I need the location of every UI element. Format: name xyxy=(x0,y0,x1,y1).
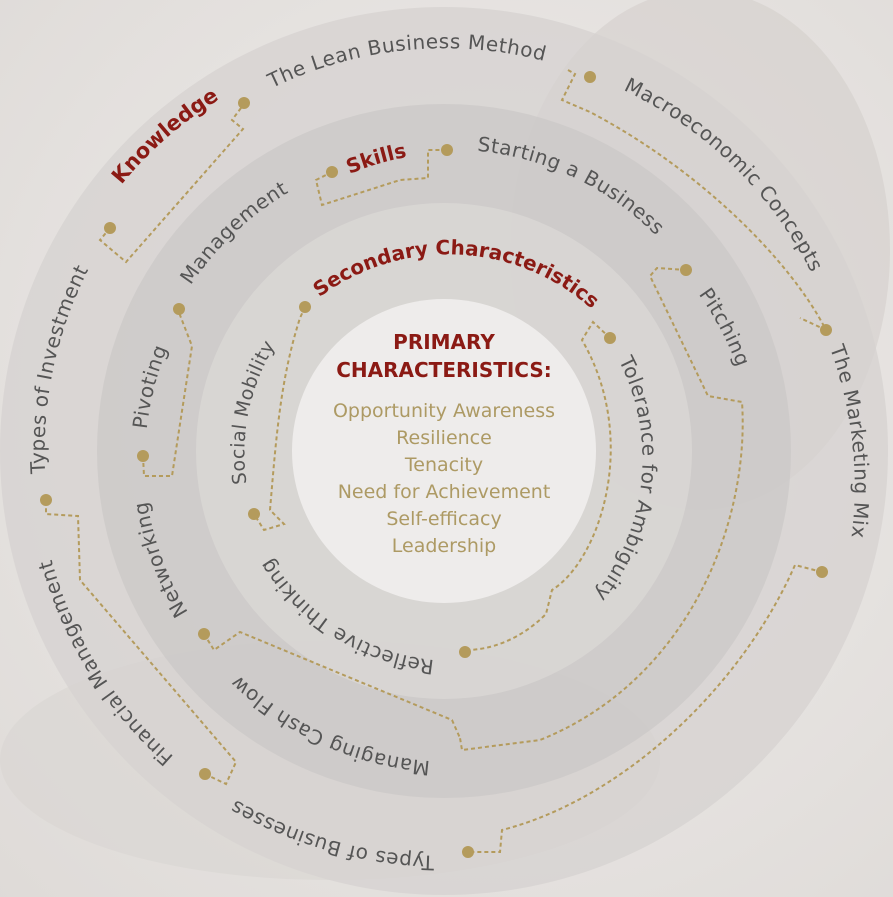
primary-item: Self-efficacy xyxy=(386,508,502,530)
dot-lean-business xyxy=(238,97,250,109)
primary-characteristics: PRIMARY CHARACTERISTICS: Opportunity Awa… xyxy=(294,328,594,560)
dot-tolerance xyxy=(604,332,616,344)
dot-pivoting xyxy=(137,450,149,462)
dot-secondary xyxy=(299,301,311,313)
core-circle xyxy=(292,299,596,603)
connector-lines xyxy=(45,69,827,853)
dot-marketing-mix-end xyxy=(816,566,828,578)
dot-networking xyxy=(198,628,210,640)
dot-financial-mgmt xyxy=(199,768,211,780)
primary-item: Resilience xyxy=(396,427,492,449)
dot-management xyxy=(173,303,185,315)
dot-skills xyxy=(326,166,338,178)
marker-dots xyxy=(40,71,832,858)
primary-item: Tenacity xyxy=(404,454,484,476)
dot-pitching xyxy=(680,264,692,276)
primary-item: Need for Achievement xyxy=(337,481,551,503)
dot-social-mobility xyxy=(248,508,260,520)
primary-list: Opportunity Awareness Resilience Tenacit… xyxy=(294,398,594,560)
dot-marketing-mix xyxy=(820,324,832,336)
dot-knowledge xyxy=(104,222,116,234)
primary-title: PRIMARY CHARACTERISTICS: xyxy=(336,330,552,382)
dot-types-businesses xyxy=(462,846,474,858)
dot-reflective xyxy=(459,646,471,658)
dot-starting-business xyxy=(441,144,453,156)
primary-item: Leadership xyxy=(391,535,497,557)
dot-types-investment xyxy=(40,494,52,506)
primary-item: Opportunity Awareness xyxy=(332,400,556,422)
dot-macroeconomic xyxy=(584,71,596,83)
